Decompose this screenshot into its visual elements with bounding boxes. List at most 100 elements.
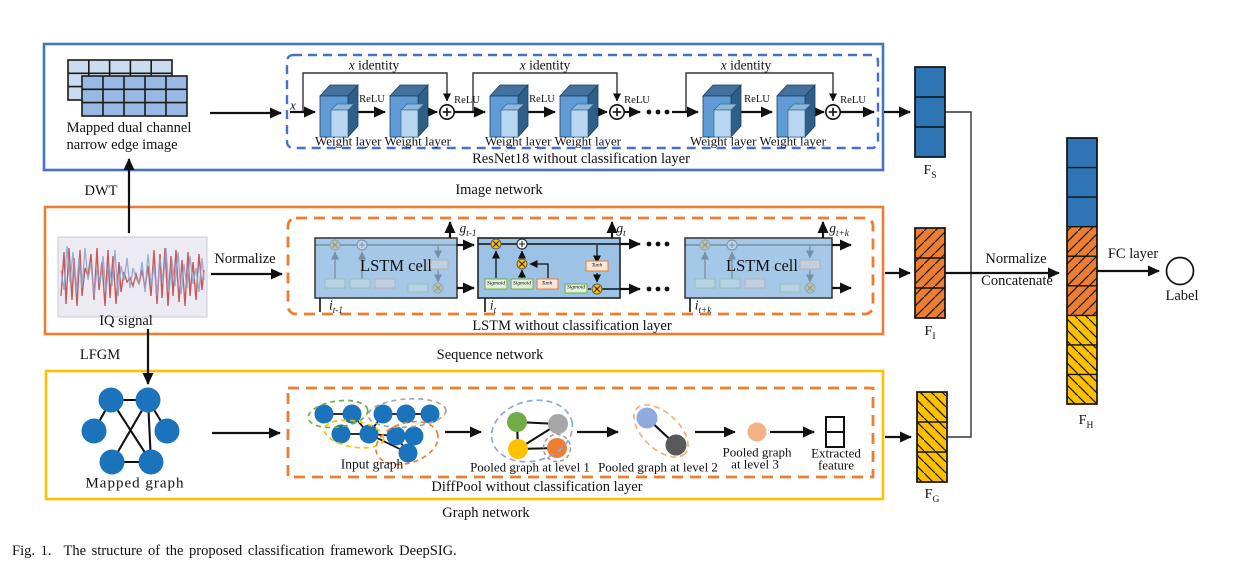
feature-bar-fi [914, 227, 946, 319]
pooled-level2-label: Pooled graph at level 2 [598, 459, 718, 475]
ellipsis-icon [646, 109, 670, 115]
lstm-cell-2 [477, 221, 621, 312]
weight-layers-label: Weight layer Weight layer [315, 133, 451, 149]
sequence-network-label: Sequence network [436, 346, 544, 363]
diffpool-box-label: DiffPool without classification layer [431, 478, 643, 495]
relu-label: ReLU [454, 94, 480, 106]
graph-network-label: Graph network [442, 504, 530, 521]
multiply-operator-icon [591, 283, 603, 295]
weight-layers-label: Weight layer Weight layer [690, 133, 826, 149]
sequence-network-box [43, 205, 885, 336]
lstm-cell-label: LSTM cell [726, 255, 798, 275]
output-label: Label [1165, 287, 1199, 304]
fusion-normalize-label: Normalize [985, 250, 1047, 267]
fi-label: FI [924, 324, 936, 342]
weight-layer-icon [776, 84, 816, 138]
mapped-graph-label: Mapped graph [85, 475, 185, 492]
concat-connector-line [945, 111, 972, 438]
dwt-label: DWT [84, 182, 118, 199]
weight-layer-icon [389, 84, 429, 138]
fs-label: FS [923, 163, 937, 181]
input-graph-label: Input graph [340, 456, 404, 472]
fusion-concatenate-label: Concatenate [981, 272, 1053, 289]
cluster-ellipse-yellow [323, 419, 385, 449]
ellipsis-icon [646, 241, 670, 292]
add-operator-icon [608, 104, 626, 120]
weight-layers-label: Weight layer Weight layer [485, 133, 621, 149]
tanh-gate [536, 278, 559, 290]
i-cur-label: it [489, 297, 497, 315]
cluster-ellipse-green [307, 399, 369, 429]
multiply-operator-icon [516, 258, 528, 270]
mapped-graph [81, 387, 180, 475]
add-operator-icon [438, 104, 456, 120]
identity-label: x identity [720, 57, 772, 73]
graph-network-box [44, 369, 885, 501]
sigmoid-gate-label: Sigmoid [512, 280, 532, 287]
image-network-label: Image network [455, 181, 543, 198]
resnet-blocks [290, 72, 911, 138]
mapped-image-caption-line1: Mapped dual channel [66, 119, 192, 136]
pooled-graph-level3-node [747, 422, 767, 442]
g-cur-label: gt [616, 220, 626, 238]
input-graph [307, 397, 447, 466]
iq-waveform-blue [60, 245, 205, 297]
iq-signal-label: IQ signal [99, 312, 153, 329]
image-network-box [42, 42, 885, 172]
resnet-box-label: ResNet18 without classification layer [472, 150, 690, 167]
multiply-operator-icon [490, 238, 502, 250]
extracted-feature-label-line1: Extracted [811, 445, 861, 461]
tanh-gate-label: Tanh [541, 280, 553, 287]
pooled-graph-level2 [633, 404, 689, 458]
i-next-label: it+k [694, 297, 712, 315]
sigmoid-gate [510, 278, 534, 290]
weight-layer-icon [319, 84, 359, 138]
feature-bar-fs [914, 66, 946, 158]
relu-label: ReLU [840, 94, 866, 106]
fg-label: FG [924, 487, 940, 505]
sigmoid-gate [564, 283, 588, 294]
g-next-label: gt+k [829, 220, 849, 238]
lstm-box-label: LSTM without classification layer [472, 317, 672, 334]
label-output-circle [1165, 256, 1195, 286]
relu-label: ReLU [624, 94, 650, 106]
add-operator-icon [824, 104, 842, 120]
sigmoid-gate-label: Sigmoid [486, 280, 506, 287]
g-prev-label: gt-1 [459, 220, 477, 238]
add-operator-icon [516, 238, 528, 250]
pooled-graph-level1 [490, 399, 574, 463]
feature-bar-fh [1066, 137, 1098, 405]
mapped-image-icon [67, 59, 188, 117]
extracted-feature-label-line2: feature [817, 457, 855, 473]
extracted-feature-icon [825, 416, 845, 448]
relu-label: ReLU [529, 93, 555, 105]
cluster-ellipse-orange [375, 420, 439, 466]
lstm-cell-3 [684, 221, 833, 312]
fc-layer-label: FC layer [1107, 245, 1159, 262]
lstm-cell-label: LSTM cell [360, 255, 432, 275]
i-prev-label: it-1 [329, 297, 343, 315]
mapped-image-caption-line2: narrow edge image [66, 136, 178, 153]
tanh-gate-label: Tanh [591, 262, 603, 269]
figure-caption: Fig. 1.The structure of the proposed cla… [12, 543, 457, 559]
sigmoid-gate-label: Sigmoid [566, 284, 586, 291]
relu-label: ReLU [744, 93, 770, 105]
pooled-level3-label-line2: at level 3 [731, 456, 779, 472]
weight-layer-icon [489, 84, 529, 138]
weight-layer-icon [559, 84, 599, 138]
weight-layer-icon [702, 84, 742, 138]
fh-label: FH [1078, 413, 1094, 431]
lstm-cell-1 [314, 221, 458, 312]
pooled-level1-label: Pooled graph at level 1 [470, 459, 590, 475]
identity-label: x identity [348, 57, 400, 73]
cluster-ellipse-gray [367, 397, 447, 429]
identity-label: x identity [519, 57, 571, 73]
tanh-gate [585, 260, 609, 272]
pooled-level3-label-line1: Pooled graph [722, 444, 792, 460]
resnet-input-var: x [290, 97, 296, 113]
normalize-label: Normalize [214, 250, 276, 267]
iq-signal-plot [57, 236, 208, 318]
sigmoid-gate [484, 278, 508, 290]
